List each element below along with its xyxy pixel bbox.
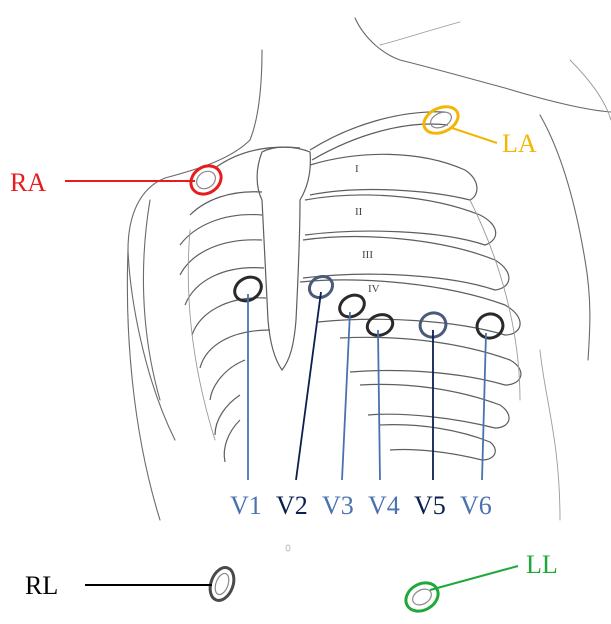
left-ribs	[300, 154, 521, 460]
navel-mark	[286, 545, 290, 551]
v6-leader-line	[482, 333, 486, 480]
electrode-LA	[420, 102, 497, 143]
electrode-V2	[296, 272, 336, 480]
v4-leader-line	[378, 330, 380, 480]
rib-numeral-2: II	[355, 206, 363, 218]
label-V6: V6	[460, 491, 492, 520]
label-LL: LL	[526, 550, 558, 579]
electrode-RA	[65, 160, 227, 200]
electrode-LL	[401, 566, 518, 617]
label-LA: LA	[502, 129, 537, 158]
rib-numeral-1: I	[355, 163, 359, 175]
label-V5: V5	[414, 491, 446, 520]
label-V2: V2	[276, 491, 308, 520]
label-V4: V4	[368, 491, 400, 520]
body-outline	[127, 18, 611, 520]
electrode-V6	[474, 311, 505, 480]
sternum	[257, 147, 310, 370]
electrode-RL	[85, 564, 238, 603]
rib-numeral-3: III	[362, 249, 373, 261]
right-ribs	[180, 192, 270, 462]
label-RA: RA	[10, 168, 46, 197]
electrode-V4	[364, 311, 395, 480]
electrode-V5	[417, 309, 450, 480]
rib-numeral-4: IV	[368, 283, 380, 295]
ll-leader-line	[430, 566, 518, 590]
label-V1: V1	[230, 491, 262, 520]
electrode-V1	[230, 272, 265, 480]
v2-leader-line	[296, 292, 321, 480]
label-RL: RL	[25, 571, 58, 600]
label-V3: V3	[322, 491, 354, 520]
rib-numerals: I II III IV	[355, 163, 380, 295]
la-leader-line	[452, 128, 497, 143]
